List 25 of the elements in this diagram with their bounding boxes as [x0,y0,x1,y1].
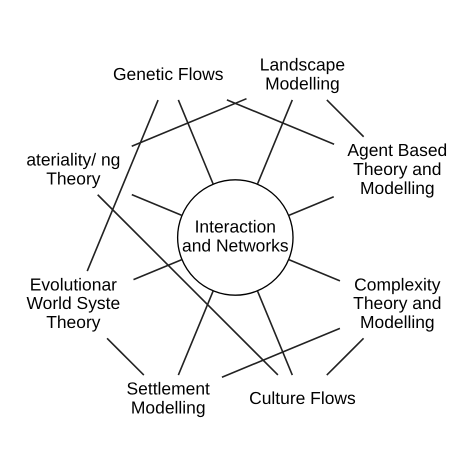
node-text: Complexity Theory and Modelling [353,274,442,332]
connector [178,99,214,184]
connector [86,99,159,271]
connector [178,290,214,375]
node-text: Landscape Modelling [260,54,346,93]
connector [222,327,340,378]
node-circle: Interaction and Networks [176,178,294,296]
node-text: Culture Flows [249,388,356,408]
connector [97,194,278,376]
node-text: Genetic Flows [112,64,224,84]
connector [226,98,334,144]
connector [106,337,144,376]
node-text: Settlement Modelling [126,378,210,417]
connector [326,337,364,376]
connector [132,193,182,216]
connector [326,98,364,137]
node-text: Agent Based Theory and Modelling [347,140,448,198]
connector [288,258,340,282]
connector [133,258,182,280]
connector [288,196,334,216]
connector [256,99,294,184]
node-text: ateriality/ ng Theory [26,149,120,188]
connector [256,290,294,375]
connector [131,97,247,146]
node-text: Evolutionar World Syste Theory [26,274,120,332]
